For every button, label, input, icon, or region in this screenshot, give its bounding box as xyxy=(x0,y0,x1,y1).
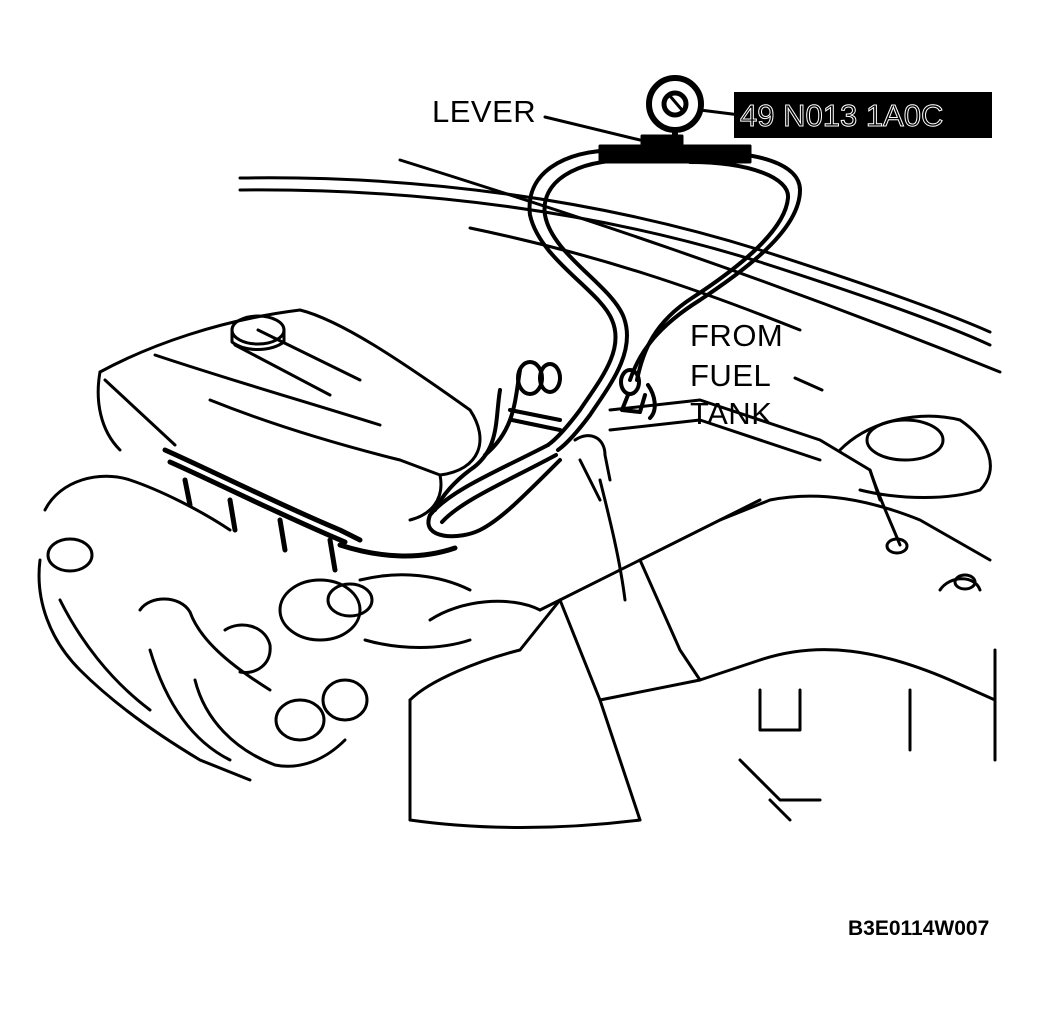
tool-number-label: 49 N013 1A0C xyxy=(739,98,944,133)
lever-label: LEVER xyxy=(432,94,537,129)
fuel-hoses xyxy=(426,148,802,539)
from-label: FROM xyxy=(690,318,784,353)
tool-number-box xyxy=(734,92,992,138)
air-cleaner-housing xyxy=(408,434,997,829)
figure-id-label: B3E0114W007 xyxy=(848,917,990,940)
hood-edge-lines xyxy=(238,158,1002,392)
fuel-injector-rail xyxy=(162,447,458,573)
fuel-label: FUEL xyxy=(690,358,772,393)
leader-lines xyxy=(543,108,742,142)
throttle-body xyxy=(223,573,542,742)
tank-label: TANK xyxy=(690,396,773,431)
battery-tray xyxy=(608,398,992,822)
cylinder-head-cover xyxy=(96,308,482,522)
fuel-pressure-gauge-assembly xyxy=(598,75,752,164)
intake-manifold xyxy=(37,474,347,782)
